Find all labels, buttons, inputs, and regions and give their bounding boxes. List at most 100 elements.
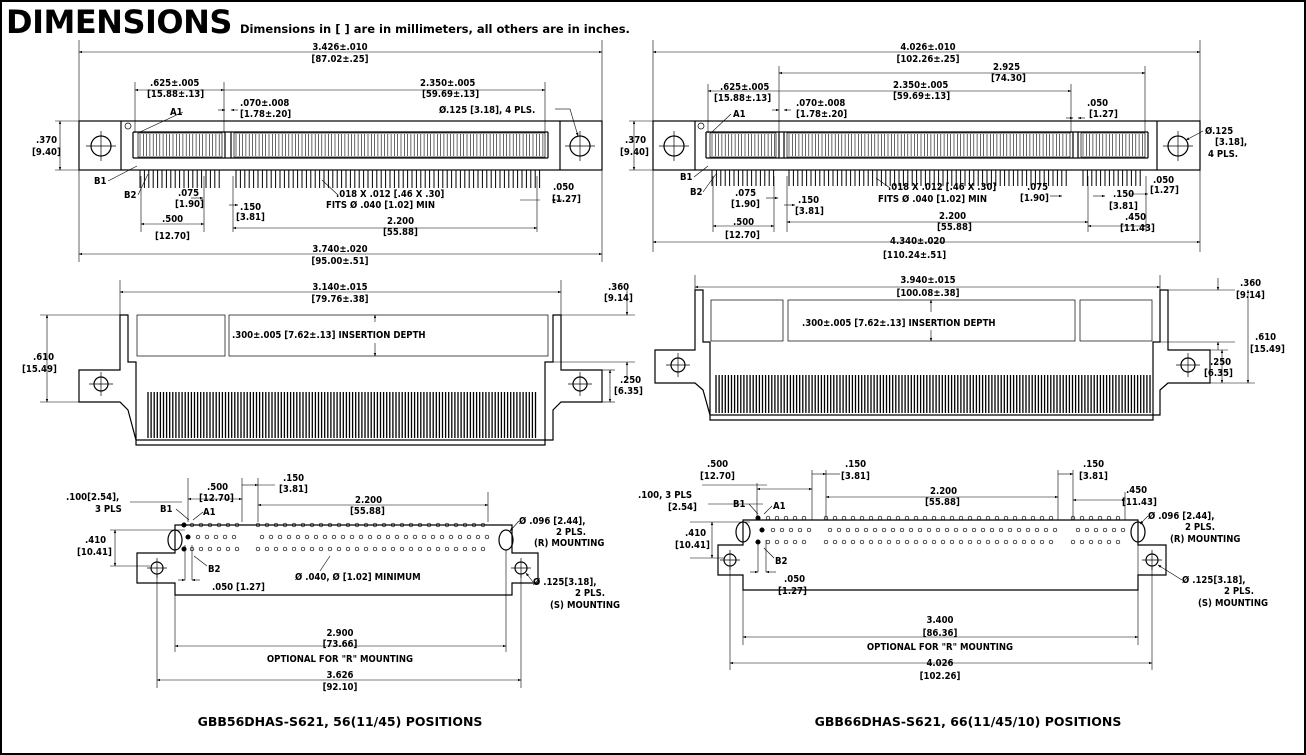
right-footprint-outline <box>717 519 1167 591</box>
left-side-width-mm: [79.76±.38] <box>311 294 368 305</box>
right-footprint-d096: Ø .096 [2.44], <box>1148 511 1214 522</box>
left-top-p2200-in: 2.200 <box>387 216 414 227</box>
right-footprint-h410-mm: [10.41] <box>675 540 710 551</box>
left-side-h250-mm: [6.35] <box>614 386 643 397</box>
left-footprint-d040: Ø .040, Ø [1.02] MINIMUM <box>295 572 421 583</box>
left-top-label-b2: B2 <box>124 190 137 201</box>
right-top-p150-mm: [3.81] <box>795 206 824 217</box>
left-side-hole-left <box>89 372 113 396</box>
right-footprint-d125c: (S) MOUNTING <box>1198 598 1268 609</box>
right-top-body-outline <box>652 120 1201 171</box>
right-footprint-p100b: [2.54] <box>668 502 697 513</box>
right-top-hole-a: Ø.125 <box>1205 126 1233 137</box>
left-top-center-in: 2.350±.005 <box>420 78 475 89</box>
right-top-p150-in: .150 <box>798 195 819 206</box>
right-top-gap-in: .070±.008 <box>796 98 845 109</box>
right-top-height-in: .370 <box>625 135 646 146</box>
left-footprint-view: .100[2.54], 3 PLS B1 A1 .500 [12.70] .15… <box>66 473 620 693</box>
left-footprint-optional: OPTIONAL FOR "R" MOUNTING <box>267 654 413 665</box>
left-footprint-outline <box>136 524 539 596</box>
right-side-h360-in: .360 <box>1240 278 1261 289</box>
right-caption: GBB66DHAS-S621, 66(11/45/10) POSITIONS <box>815 714 1122 729</box>
right-footprint-p050-mm: [1.27] <box>778 586 807 597</box>
right-top-p500-mm: [12.70] <box>725 230 760 241</box>
right-footprint-p3400-in: 3.400 <box>926 615 953 626</box>
left-footprint-p2900-mm: [73.66] <box>323 639 358 650</box>
right-footprint-holes <box>755 515 1126 545</box>
right-footprint-p4026-in: 4.026 <box>926 658 953 669</box>
left-footprint-label-b2: B2 <box>208 564 221 575</box>
right-top-p150b-in: .150 <box>1113 189 1134 200</box>
left-top-gap-in: .070±.008 <box>240 98 289 109</box>
left-top-p075-in: .075 <box>178 188 199 199</box>
left-footprint-d125: Ø .125[3.18], <box>533 577 596 588</box>
left-top-pin-size: .018 X .012 [.46 X .30] <box>336 189 444 200</box>
left-top-height-mm: [9.40] <box>32 147 61 158</box>
right-top-hole-b: [3.18], <box>1215 137 1247 148</box>
right-top-p075b-mm: [1.90] <box>1020 193 1049 204</box>
right-footprint-p4026-mm: [102.26] <box>920 671 961 682</box>
left-side-h610-in: .610 <box>33 352 54 363</box>
right-footprint-p150b-in: .150 <box>1083 459 1104 470</box>
right-top-p150b-mm: [3.81] <box>1109 201 1138 212</box>
right-top-pins <box>711 134 1143 186</box>
left-top-contacts-b <box>233 132 546 158</box>
right-top-label-a1: A1 <box>733 109 746 120</box>
left-side-view: 3.140±.015 [79.76±.38] .300±.005 [7.62±.… <box>22 280 643 446</box>
left-top-view: 3.426±.010 [87.02±.25] .625±.005 [15.88±… <box>32 40 603 267</box>
right-side-h250-mm: [6.35] <box>1204 368 1233 379</box>
right-footprint-p500-mm: [12.70] <box>700 471 735 482</box>
left-footprint-p2200-in: 2.200 <box>355 495 382 506</box>
right-top-p2925-in: 2.925 <box>993 62 1020 73</box>
left-top-p075-mm: [1.90] <box>175 199 204 210</box>
left-footprint-s-mount-left <box>147 558 167 578</box>
right-footprint-r-mount-right <box>1130 521 1146 543</box>
left-footprint-p3626-mm: [92.10] <box>323 682 358 693</box>
left-footprint-h410-in: .410 <box>85 535 106 546</box>
left-caption: GBB56DHAS-S621, 56(11/45) POSITIONS <box>198 714 483 729</box>
right-side-view: 3.940±.015 [100.08±.38] .300±.005 [7.62±… <box>654 275 1285 421</box>
left-top-width-in: 3.740±.020 <box>312 244 367 255</box>
left-top-p050-mm: [1.27] <box>552 194 581 205</box>
right-top-center-mm: [59.69±.13] <box>893 91 950 102</box>
right-top-p450-mm: [11.43] <box>1120 223 1155 234</box>
left-top-p500-mm: [12.70] <box>155 231 190 242</box>
right-side-width-mm: [100.08±.38] <box>896 288 959 299</box>
right-side-pins <box>715 375 1151 413</box>
right-footprint-d125: Ø .125[3.18], <box>1182 575 1245 586</box>
right-top-gap-mm: [1.78±.20] <box>796 109 847 120</box>
right-top-p2200-in: 2.200 <box>939 211 966 222</box>
right-top-first-mm: [15.88±.13] <box>714 93 771 104</box>
left-footprint-holes <box>181 522 490 552</box>
right-footprint-p150a-in: .150 <box>845 459 866 470</box>
left-top-body-outline <box>78 120 603 171</box>
left-footprint-h410-mm: [10.41] <box>77 547 112 558</box>
left-top-overall-in: 3.426±.010 <box>312 42 367 53</box>
left-footprint-p100b: 3 PLS <box>95 504 122 515</box>
right-footprint-p150b-mm: [3.81] <box>1079 471 1108 482</box>
left-footprint-d125b: 2 PLS. <box>575 588 605 599</box>
right-footprint-h410-in: .410 <box>685 528 706 539</box>
header-title: DIMENSIONS <box>6 3 232 41</box>
right-footprint-label-b2: B2 <box>775 556 788 567</box>
right-footprint-p2200-mm: [55.88] <box>925 497 960 508</box>
right-side-hole-left <box>666 353 690 377</box>
left-footprint-label-b1: B1 <box>160 504 173 515</box>
right-top-first-in: .625±.005 <box>720 82 769 93</box>
right-footprint-label-a1: A1 <box>773 501 786 512</box>
left-footprint-p050: .050 [1.27] <box>212 582 265 593</box>
left-footprint-d096c: (R) MOUNTING <box>534 538 604 549</box>
right-side-h610-in: .610 <box>1255 332 1276 343</box>
right-top-p075-in: .075 <box>735 188 756 199</box>
left-top-overall-mm: [87.02±.25] <box>311 54 368 65</box>
right-footprint-optional: OPTIONAL FOR "R" MOUNTING <box>867 642 1013 653</box>
right-footprint-d125b: 2 PLS. <box>1224 586 1254 597</box>
left-top-width-mm: [95.00±.51] <box>311 256 368 267</box>
left-top-contacts-a <box>137 132 223 158</box>
right-top-contacts-b <box>786 132 1071 158</box>
left-footprint-p150-in: .150 <box>283 473 304 484</box>
right-footprint-label-b1: B1 <box>733 499 746 510</box>
left-footprint-p500-in: .500 <box>207 482 228 493</box>
right-footprint-p450-in: .450 <box>1126 485 1147 496</box>
